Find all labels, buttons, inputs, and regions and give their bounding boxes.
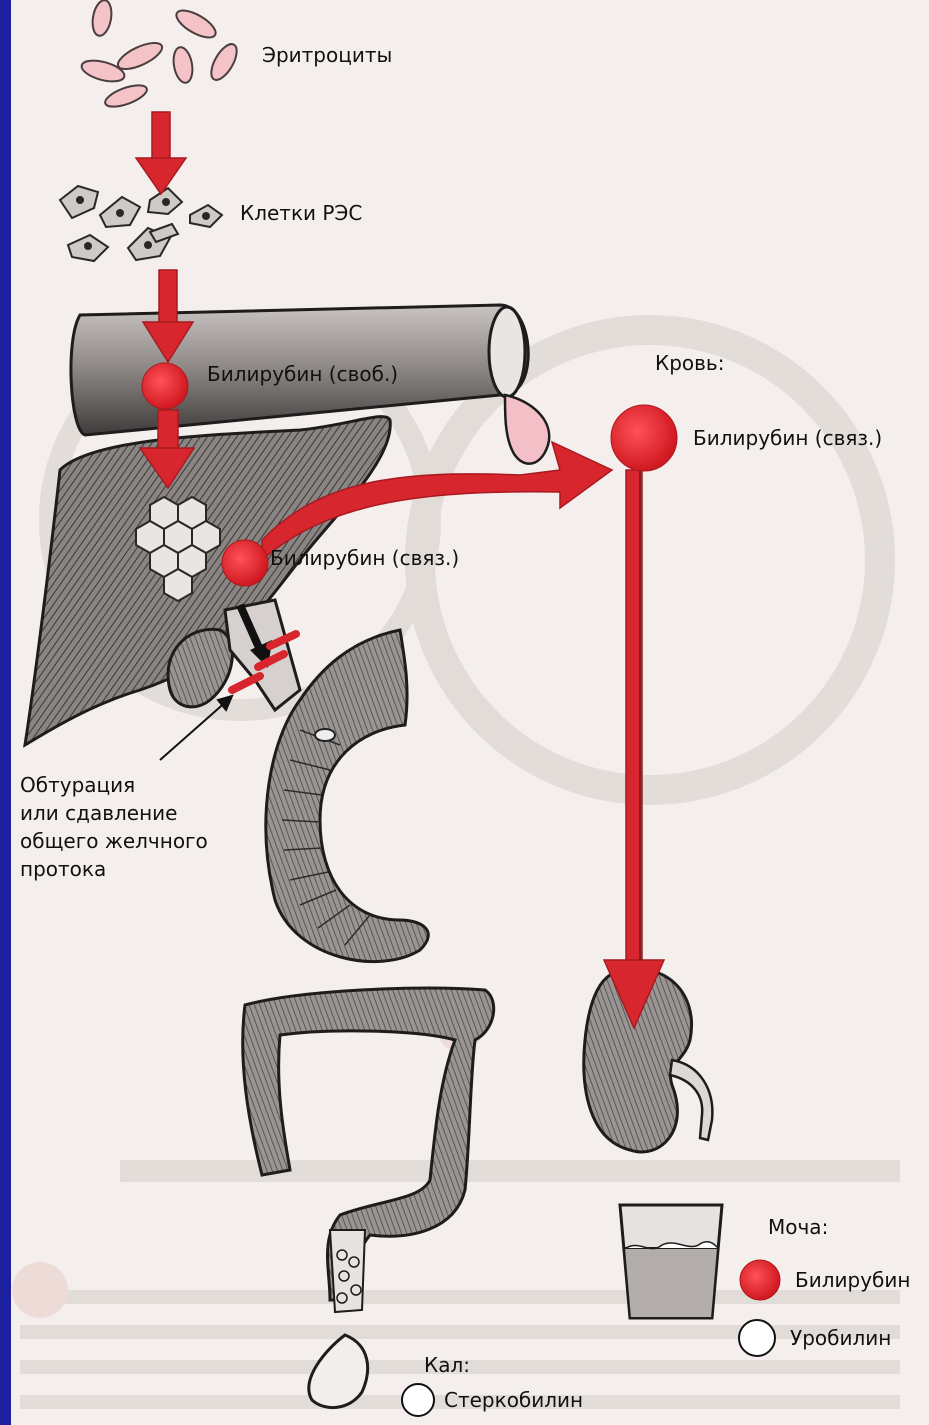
- bilirubin-bound-liver-dot: [222, 540, 268, 586]
- legend-bilirubin-dot: [740, 1260, 780, 1300]
- res-cells: [60, 186, 222, 261]
- label-stercobilin: Стеркобилин: [444, 1387, 583, 1414]
- label-bilirubin-bound-liver: Билирубин (связ.): [270, 545, 459, 572]
- legend-urobilin-circle: [739, 1320, 775, 1356]
- label-erythrocytes: Эритроциты: [262, 42, 392, 69]
- bilirubin-free-dot: [142, 363, 188, 409]
- label-bilirubin-bound-blood: Билирубин (связ.): [693, 425, 882, 452]
- label-obstruction-line1: Обтурация: [20, 772, 135, 799]
- label-bilirubin-free: Билирубин (своб.): [207, 361, 398, 388]
- colon: [243, 988, 494, 1407]
- label-obstruction-line2: или сдавление: [20, 800, 177, 827]
- urine-glass: [620, 1205, 722, 1318]
- bilirubin-bound-blood-dot: [611, 405, 677, 471]
- label-obstruction-line3: общего желчного: [20, 828, 208, 855]
- erythrocyte-cells: [79, 0, 241, 111]
- legend-urobilin-label: Уробилин: [790, 1325, 891, 1352]
- label-blood-heading: Кровь:: [655, 350, 724, 377]
- label-obstruction-line4: протока: [20, 856, 106, 883]
- legend-bilirubin-label: Билирубин: [795, 1267, 910, 1294]
- stercobilin-circle: [402, 1384, 434, 1416]
- label-feces-heading: Кал:: [424, 1352, 470, 1379]
- label-urine-heading: Моча:: [768, 1214, 828, 1241]
- label-res-cells: Клетки РЭС: [240, 200, 362, 227]
